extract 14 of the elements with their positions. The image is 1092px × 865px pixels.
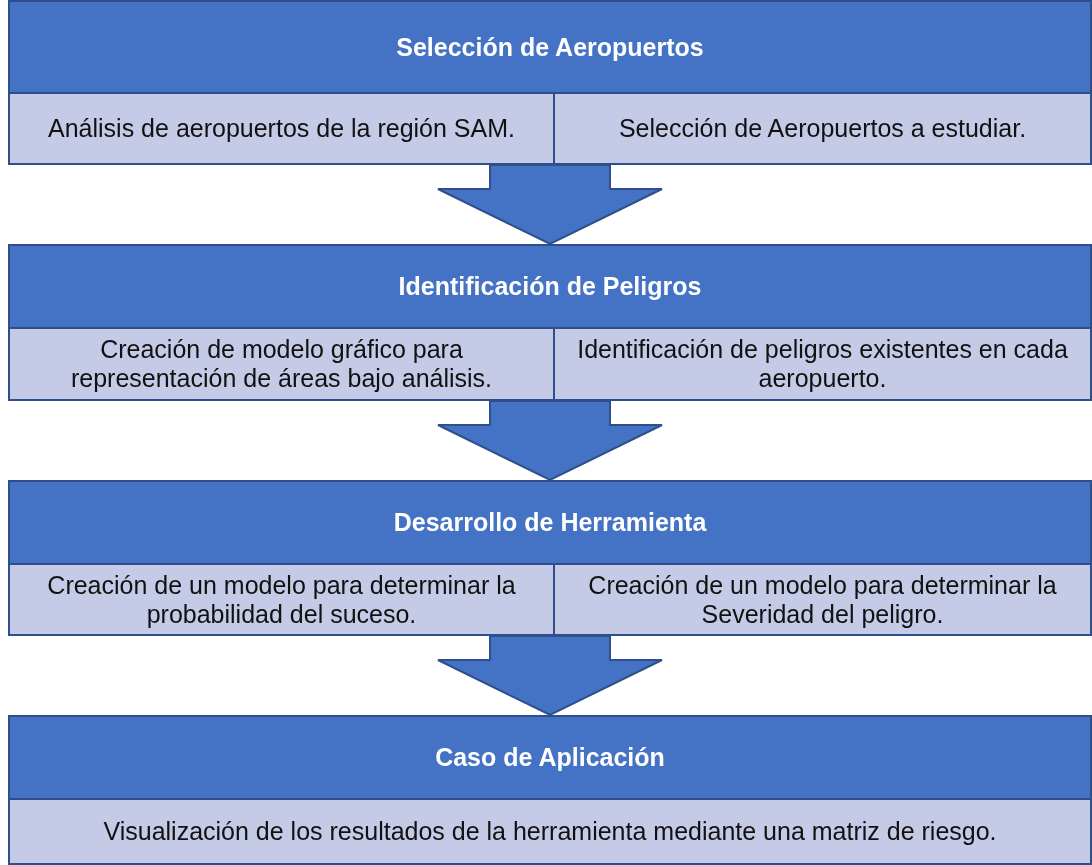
step-box: Análisis de aeropuertos de la región SAM. <box>8 92 555 165</box>
step-box: Identificación de peligros existentes en cada aeropuerto. <box>553 327 1092 401</box>
stage-header: Caso de Aplicación <box>8 715 1092 800</box>
step-box: Creación de un modelo para determinar la Severidad del peligro. <box>553 563 1092 636</box>
step-box: Creación de un modelo para determinar la probabilidad del suceso. <box>8 563 555 636</box>
stage-header: Selección de Aeropuertos <box>8 0 1092 94</box>
step-box: Creación de modelo gráfico para representación de áreas bajo análisis. <box>8 327 555 401</box>
stage-header: Identificación de Peligros <box>8 244 1092 329</box>
block-arrow <box>437 635 663 717</box>
step-box: Visualización de los resultados de la herramienta mediante una matriz de riesgo. <box>8 798 1092 865</box>
block-arrow <box>437 164 663 246</box>
step-box: Selección de Aeropuertos a estudiar. <box>553 92 1092 165</box>
stage-header: Desarrollo de Herramienta <box>8 480 1092 565</box>
block-arrow <box>437 400 663 482</box>
